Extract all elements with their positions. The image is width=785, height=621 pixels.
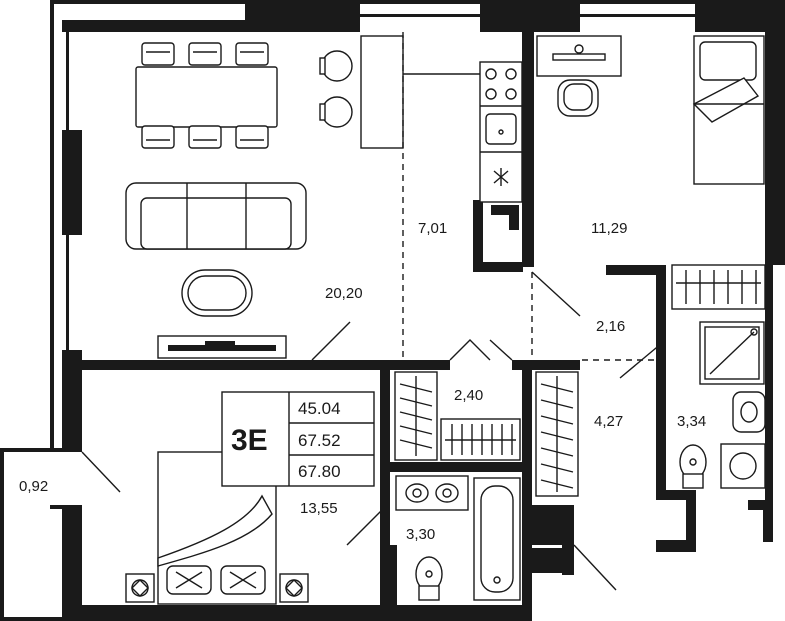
nightstand-left: [125, 573, 155, 603]
area-wardrobe: 2,40: [454, 387, 483, 404]
bed-single: [692, 35, 765, 185]
sofa: [125, 182, 307, 250]
kitchen-units: [479, 61, 523, 203]
dining-set: [135, 42, 278, 149]
area-bedroom-right: 11,29: [591, 220, 627, 237]
hall-door-swing: [449, 271, 663, 379]
tv-stand: [157, 335, 287, 359]
shower: [699, 321, 765, 385]
area-value-2: 67.52: [298, 431, 341, 450]
kitchen-island: [360, 35, 480, 149]
washing-machine: [720, 443, 766, 489]
apartment-info-box: 3E 45.04 67.52 67.80: [221, 391, 375, 487]
wardrobe-left: [394, 371, 438, 461]
area-hall: 2,16: [596, 318, 625, 335]
bar-stools: [319, 50, 353, 128]
wardrobe-hall-right: [671, 264, 766, 310]
desk: [536, 35, 622, 117]
area-kitchen: 7,01: [418, 220, 447, 237]
nightstand-right: [279, 573, 309, 603]
toilet-right: [679, 444, 707, 489]
wardrobe-small: [440, 418, 521, 461]
area-bathroom-left: 3,30: [406, 526, 435, 543]
double-sink: [395, 475, 469, 511]
area-value-3: 67.80: [298, 462, 341, 481]
area-value-1: 45.04: [298, 399, 341, 418]
zone-boundaries: [402, 32, 663, 385]
area-bathroom-right: 3,34: [677, 413, 706, 430]
apartment-type: 3E: [231, 424, 268, 457]
room-area-labels: 20,20 7,01 11,29 2,16 2,40 4,27 3,34 0,9…: [19, 220, 706, 543]
area-balcony: 0,92: [19, 478, 48, 495]
area-corridor: 4,27: [594, 413, 623, 430]
wardrobe-corridor: [535, 371, 579, 497]
bedroom-door-swing: [81, 321, 617, 591]
area-living: 20,20: [325, 285, 363, 302]
bathtub: [473, 477, 521, 601]
area-bedroom-left: 13,55: [300, 500, 338, 517]
coffee-table: [181, 269, 253, 317]
toilet-left: [415, 556, 443, 601]
sink-right: [732, 391, 766, 433]
